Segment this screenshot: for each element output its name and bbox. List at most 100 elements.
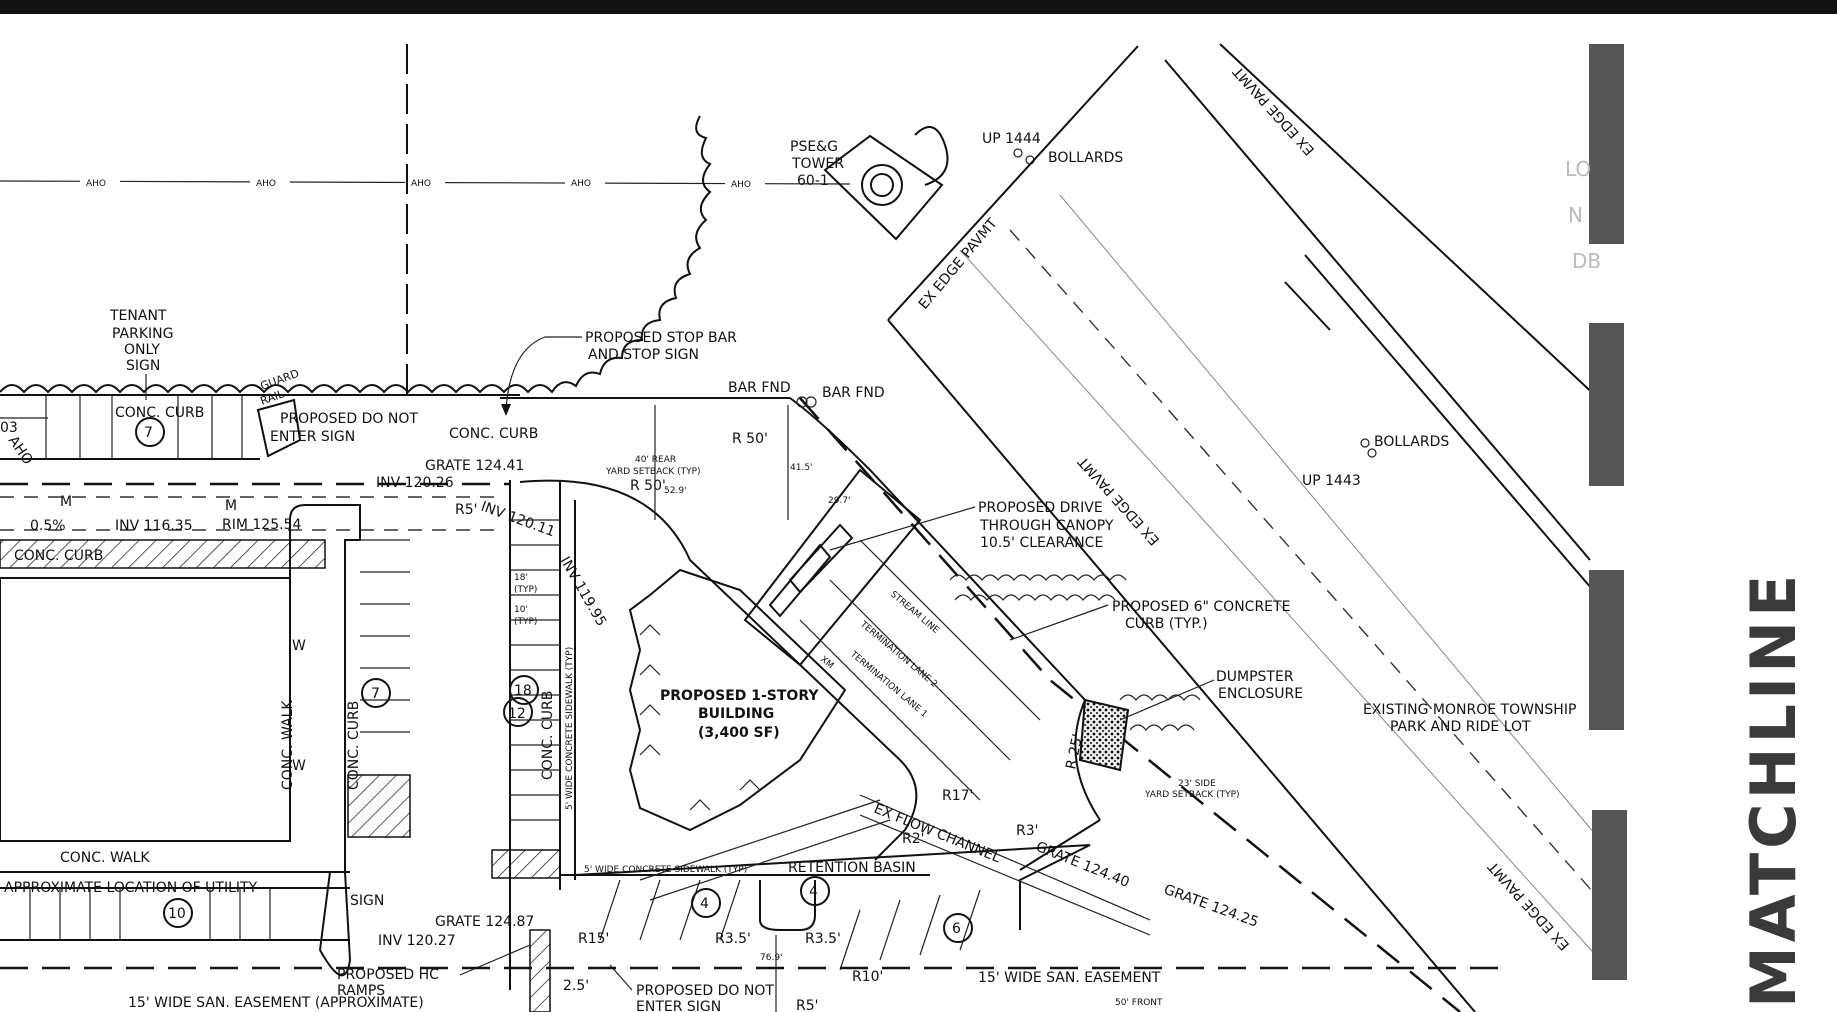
plan-label-labels-inv-11635: INV 116.35 bbox=[115, 518, 193, 534]
plan-label-labels-dim-415: 41.5' bbox=[790, 463, 813, 473]
plan-label-labels-tenant-parking4: SIGN bbox=[126, 358, 160, 374]
plan-label-labels-ln-lo: LO bbox=[1565, 157, 1591, 181]
ex-flow-channel bbox=[639, 794, 1151, 936]
plan-label-labels-rim-12554: RIM 125.54 bbox=[222, 517, 301, 533]
plan-label-labels-do-not-enter: PROPOSED DO NOT bbox=[280, 411, 418, 427]
plan-label-labels-sidewalk: 5' WIDE CONCRETE SIDEWALK (TYP) bbox=[584, 865, 747, 875]
sheet-edge-bar-4 bbox=[1592, 810, 1627, 980]
plan-label-labels-up1443: UP 1443 bbox=[1302, 473, 1361, 489]
plan-label-labels-dumpster: DUMPSTER bbox=[1216, 669, 1294, 685]
plan-label-labels-bollards-top: BOLLARDS bbox=[1048, 150, 1123, 166]
plan-label-labels-tenant-parking2: PARKING bbox=[112, 326, 173, 342]
plan-label-labels-ln-db: DB bbox=[1572, 249, 1601, 273]
plan-label-labels-retention: RETENTION BASIN bbox=[788, 860, 916, 876]
plan-label-labels-canopy: PROPOSED DRIVE bbox=[978, 500, 1103, 516]
plan-label-utility-line-tag: AHO bbox=[571, 179, 591, 189]
plan-label-labels-dim-297: 29.7' bbox=[828, 496, 851, 506]
plan-label-labels-r17: R17' bbox=[942, 788, 973, 804]
pseg-tower bbox=[823, 134, 944, 241]
plan-label-labels-dim-25: 2.5' bbox=[563, 978, 589, 994]
plan-label-utility-line-tag: AHO bbox=[86, 179, 106, 189]
plan-label-labels-utility: APPROXIMATE LOCATION OF UTILITY bbox=[4, 880, 258, 896]
dumpster-enclosure bbox=[1078, 698, 1130, 772]
plan-label-parking-counts-4: 10 bbox=[168, 906, 186, 922]
plan-label-parking-counts-1: 7 bbox=[371, 686, 380, 702]
plan-label-labels-up1444: UP 1444 bbox=[982, 131, 1041, 147]
parking-stalls-bottom bbox=[599, 879, 981, 971]
plan-label-labels-grate-4: GRATE 124.25 bbox=[1162, 882, 1261, 931]
plan-label-labels-dim-769: 76.9' bbox=[760, 953, 783, 963]
sheet-top-border bbox=[0, 0, 1837, 14]
plan-label-labels-bar-fnd-1: BAR FND bbox=[728, 380, 791, 396]
plan-label-labels-ln-n: N bbox=[1568, 203, 1583, 227]
parking-stalls-middle bbox=[347, 539, 411, 838]
plan-label-labels-ex-edge-pavmt-1: EX EDGE PAVMT bbox=[916, 215, 1001, 312]
plan-label-labels-dim-typ1: (TYP) bbox=[514, 585, 537, 595]
plan-label-labels-dim-18: 18' bbox=[514, 573, 528, 583]
plan-label-labels-ex-edge-pavmt-2: EX EDGE PAVMT bbox=[1230, 63, 1318, 158]
plan-label-utility-line-tag: AHO bbox=[411, 179, 431, 189]
plan-label-labels-side-setback: 23' SIDE bbox=[1178, 779, 1216, 789]
sheet-edge-bar-2 bbox=[1589, 323, 1624, 486]
plan-label-labels-conc-walk-1: CONC. WALK bbox=[60, 850, 150, 866]
plan-label-labels-dim-10: 10' bbox=[514, 605, 528, 615]
plan-label-utility-line-tag: AHO bbox=[5, 433, 36, 468]
plan-label-labels-curb-6: PROPOSED 6" CONCRETE bbox=[1112, 599, 1290, 615]
plan-label-labels-r15: R15' bbox=[578, 931, 609, 947]
plan-label-labels-side-setback2: YARD SETBACK (TYP) bbox=[1144, 790, 1240, 800]
left-parking-lot bbox=[0, 504, 361, 977]
plan-label-labels-do-not-enter2: ENTER SIGN bbox=[270, 429, 355, 445]
plan-label-parking-counts-7: 6 bbox=[952, 921, 961, 937]
plan-label-parking-counts-3: 12 bbox=[508, 706, 526, 722]
plan-label-labels-r25: R 25' bbox=[1063, 732, 1086, 770]
existing-road-edges bbox=[887, 43, 1611, 1012]
plan-label-labels-conc-curb-4: CONC. CURB bbox=[449, 426, 538, 442]
plan-label-labels-pseg-tower: PSE&G bbox=[790, 139, 838, 155]
plan-label-labels-dumpster2: ENCLOSURE bbox=[1218, 686, 1303, 702]
plan-label-labels-building2: BUILDING bbox=[698, 706, 774, 722]
plan-label-labels-front-setback: 50' FRONT bbox=[1115, 998, 1163, 1008]
plan-label-labels-r35b: R3.5' bbox=[805, 931, 841, 947]
plan-label-labels-pseg-tower2: TOWER bbox=[791, 156, 844, 172]
plan-label-labels-building3: (3,400 SF) bbox=[698, 725, 780, 741]
plan-label-labels-ex-edge-pavmt-4: EX EDGE PAVMT bbox=[1485, 858, 1573, 953]
plan-label-labels-r5: R5' bbox=[455, 502, 477, 518]
plan-label-labels-dim-529: 52.9' bbox=[664, 486, 687, 496]
plan-label-labels-slope: 0.5% bbox=[30, 518, 66, 534]
plan-label-labels-term-lane1: TERMINATION LANE 1 bbox=[847, 649, 929, 720]
plan-label-labels-inv-2: INV 120.27 bbox=[378, 933, 456, 949]
plan-label-labels-tenant-parking3: ONLY bbox=[124, 342, 160, 358]
sheet-edge-bar-1 bbox=[1589, 44, 1624, 244]
plan-label-labels-rear-setback2: YARD SETBACK (TYP) bbox=[605, 467, 701, 477]
plan-label-labels-r10: R10' bbox=[852, 969, 883, 985]
parking-row-top bbox=[0, 394, 520, 460]
plan-label-labels-inv-119: INV 119.95 bbox=[557, 554, 610, 629]
plan-label-labels-grate-1: GRATE 124.41 bbox=[425, 458, 524, 474]
plan-label-labels-label-03: 03 bbox=[0, 420, 18, 436]
proposed-building bbox=[628, 568, 847, 832]
drive-through-canopy bbox=[743, 468, 1041, 801]
plan-label-labels-stop-sign: AND STOP SIGN bbox=[588, 347, 699, 363]
plan-label-labels-conc-curb-1: CONC. CURB bbox=[115, 405, 204, 421]
plan-label-labels-r3: R3' bbox=[1016, 823, 1038, 839]
plan-label-labels-conc-walk-2: CONC. WALK bbox=[280, 700, 296, 790]
plan-label-labels-sign: SIGN bbox=[350, 893, 384, 909]
plan-label-labels-tenant-parking: TENANT bbox=[109, 308, 167, 324]
parking-stalls-vertical bbox=[491, 500, 576, 880]
plan-label-labels-ramps: RAMPS bbox=[337, 983, 385, 999]
plan-label-labels-do-not-enter-b2: ENTER SIGN bbox=[636, 999, 721, 1012]
plan-label-labels-san-easement-1: 15' WIDE SAN. EASEMENT (APPROXIMATE) bbox=[128, 995, 424, 1011]
plan-label-labels-conc-curb-3: CONC. CURB bbox=[346, 701, 362, 790]
plan-label-labels-curb-6b: CURB (TYP.) bbox=[1125, 616, 1208, 632]
plan-label-labels-pseg-tower3: 60-1 bbox=[797, 173, 829, 189]
plan-label-label: M bbox=[60, 494, 72, 510]
sheet-edge-bar-3 bbox=[1589, 570, 1624, 730]
plan-label-labels-conc-curb-2: CONC. CURB bbox=[14, 548, 103, 564]
plan-label-labels-bar-fnd-2: BAR FND bbox=[822, 385, 885, 401]
plan-label-labels-r50-2: R 50' bbox=[630, 478, 666, 494]
plan-label-labels-do-not-enter-b: PROPOSED DO NOT bbox=[636, 983, 774, 999]
plan-label-labels-bollards-right: BOLLARDS bbox=[1374, 434, 1449, 450]
plan-label-labels-canopy2: THROUGH CANOPY bbox=[979, 518, 1114, 534]
plan-label-labels-r5b: R5' bbox=[796, 998, 818, 1012]
